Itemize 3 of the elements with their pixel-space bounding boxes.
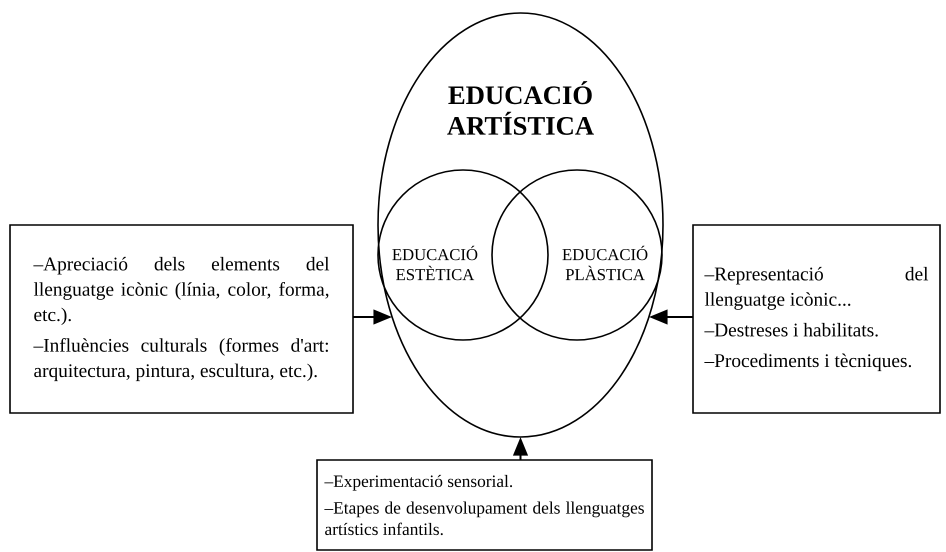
text-box: –Experimentació sensorial. –Etapes de desenvolupament dels llenguatges artístics infantils. bbox=[316, 459, 653, 551]
text-box: –Apreciació dels elements del llenguatge icònic (línia, color, forma, etc.). –Influències culturals (formes d'art: arquitectura, pintura, escultura, etc.). bbox=[9, 224, 354, 414]
text-box: –Representació del llenguatge icònic... –Destreses i habilitats. –Procediments i tècniques. bbox=[692, 224, 941, 414]
